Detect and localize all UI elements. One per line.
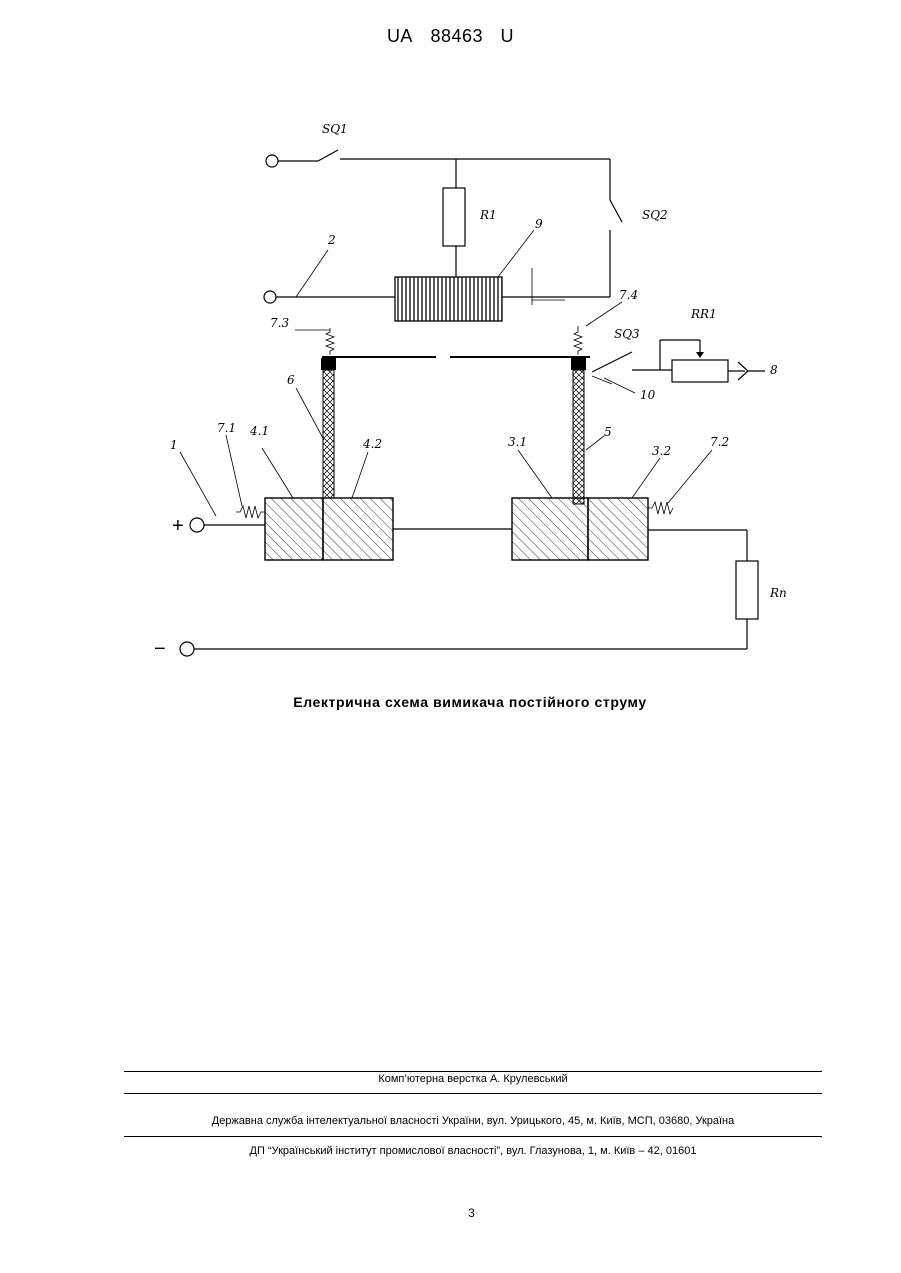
contact-4-2 bbox=[323, 498, 393, 560]
spring-7-3 bbox=[295, 328, 334, 355]
label-1: 1 bbox=[170, 438, 178, 452]
label-r1: R1 bbox=[479, 208, 497, 222]
label-rr1: RR1 bbox=[690, 307, 717, 321]
contact-3-2 bbox=[588, 498, 648, 560]
footer-rule-1 bbox=[124, 1071, 822, 1072]
plus-sign: + bbox=[172, 515, 184, 537]
label-5: 5 bbox=[604, 425, 612, 439]
label-7-2: 7.2 bbox=[710, 435, 729, 449]
spring-7-4 bbox=[574, 326, 582, 355]
footer-rule-2 bbox=[124, 1093, 822, 1094]
label-sq3: SQ3 bbox=[614, 327, 640, 341]
label-7-1: 7.1 bbox=[217, 421, 236, 435]
label-2: 2 bbox=[327, 233, 336, 247]
circuit-diagram: SQ1 SQ2 R1 2 9 7.4 RR1 SQ3 8 10 7.3 6 5 … bbox=[0, 0, 901, 690]
spring-7-2 bbox=[648, 502, 673, 514]
label-7-4: 7.4 bbox=[619, 288, 638, 302]
figure-caption: Електрична схема вимикача постійного стр… bbox=[0, 694, 901, 710]
resistor-r1 bbox=[443, 159, 465, 277]
label-3-2: 3.2 bbox=[652, 444, 671, 458]
label-6: 6 bbox=[287, 373, 295, 387]
switch-sq2 bbox=[502, 159, 622, 297]
label-7-3: 7.3 bbox=[270, 316, 289, 330]
footer-rule-3 bbox=[124, 1136, 822, 1137]
switch-sq3 bbox=[592, 352, 632, 384]
label-sq2: SQ2 bbox=[642, 208, 668, 222]
switch-sq1 bbox=[266, 150, 610, 167]
contact-rod-6 bbox=[321, 358, 336, 498]
label-8: 8 bbox=[770, 363, 778, 377]
contact-rod-5 bbox=[571, 358, 586, 504]
contact-4-1 bbox=[265, 498, 323, 560]
footer-agency: Державна служба інтелектуальної власност… bbox=[124, 1115, 822, 1127]
label-sq1: SQ1 bbox=[322, 122, 348, 136]
label-3-1: 3.1 bbox=[508, 435, 527, 449]
label-4-2: 4.2 bbox=[362, 437, 382, 451]
contact-3-1 bbox=[512, 498, 588, 560]
label-rn: Rn bbox=[769, 586, 787, 600]
coil-9 bbox=[264, 268, 565, 321]
spring-7-1 bbox=[236, 506, 265, 518]
plus-terminal bbox=[190, 518, 265, 532]
label-4-1: 4.1 bbox=[249, 424, 269, 438]
footer-layout: Комп’ютерна верстка А. Крулевський bbox=[124, 1073, 822, 1085]
leader-lines bbox=[180, 230, 712, 516]
minus-terminal bbox=[180, 642, 747, 656]
minus-sign: − bbox=[154, 638, 166, 660]
load-rn bbox=[648, 530, 758, 649]
page-number: 3 bbox=[0, 1206, 901, 1220]
rheostat-rr1 bbox=[632, 340, 765, 382]
label-9: 9 bbox=[535, 217, 543, 231]
footer-institute: ДП “Український інститут промислової вла… bbox=[124, 1145, 822, 1157]
label-10: 10 bbox=[640, 388, 656, 402]
